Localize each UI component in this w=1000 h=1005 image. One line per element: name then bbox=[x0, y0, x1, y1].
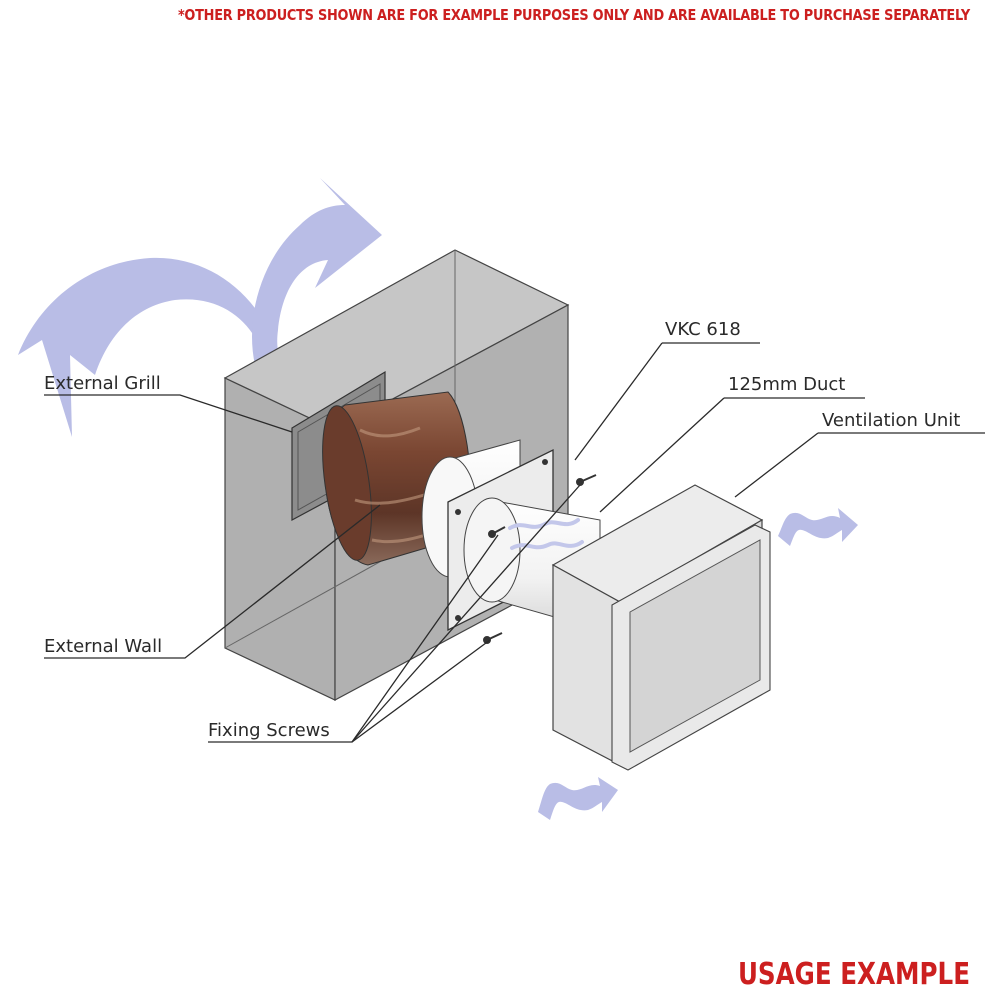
bottom-intake-arrow bbox=[538, 777, 618, 820]
leader-screw-3 bbox=[351, 484, 581, 743]
screw-3 bbox=[483, 632, 503, 644]
exhaust-airflow-arrows bbox=[18, 178, 382, 437]
leader-vkc bbox=[574, 342, 663, 461]
label-125mm-duct: 125mm Duct bbox=[728, 374, 845, 395]
usage-example-label: USAGE EXAMPLE bbox=[737, 957, 970, 992]
leader-duct bbox=[599, 397, 725, 513]
label-vkc-618: VKC 618 bbox=[665, 319, 741, 340]
leader-external-grill bbox=[44, 394, 293, 433]
leader-screw-2 bbox=[351, 639, 491, 743]
label-fixing-screws: Fixing Screws bbox=[208, 720, 330, 741]
label-external-wall: External Wall bbox=[44, 636, 162, 657]
leader-external-wall bbox=[44, 504, 381, 659]
right-intake-arrow bbox=[778, 508, 858, 546]
ventilation-unit bbox=[551, 484, 771, 771]
left-curved-arrow bbox=[18, 257, 275, 437]
leader-ventilation-unit bbox=[734, 432, 819, 498]
leader-lines bbox=[44, 342, 985, 743]
screw-2 bbox=[488, 526, 506, 538]
label-external-grill: External Grill bbox=[44, 373, 161, 394]
screw-1 bbox=[576, 474, 597, 486]
label-ventilation-unit: Ventilation Unit bbox=[822, 410, 960, 431]
disclaimer-notice: *OTHER PRODUCTS SHOWN ARE FOR EXAMPLE PU… bbox=[177, 6, 970, 24]
right-curved-arrow bbox=[252, 178, 382, 365]
